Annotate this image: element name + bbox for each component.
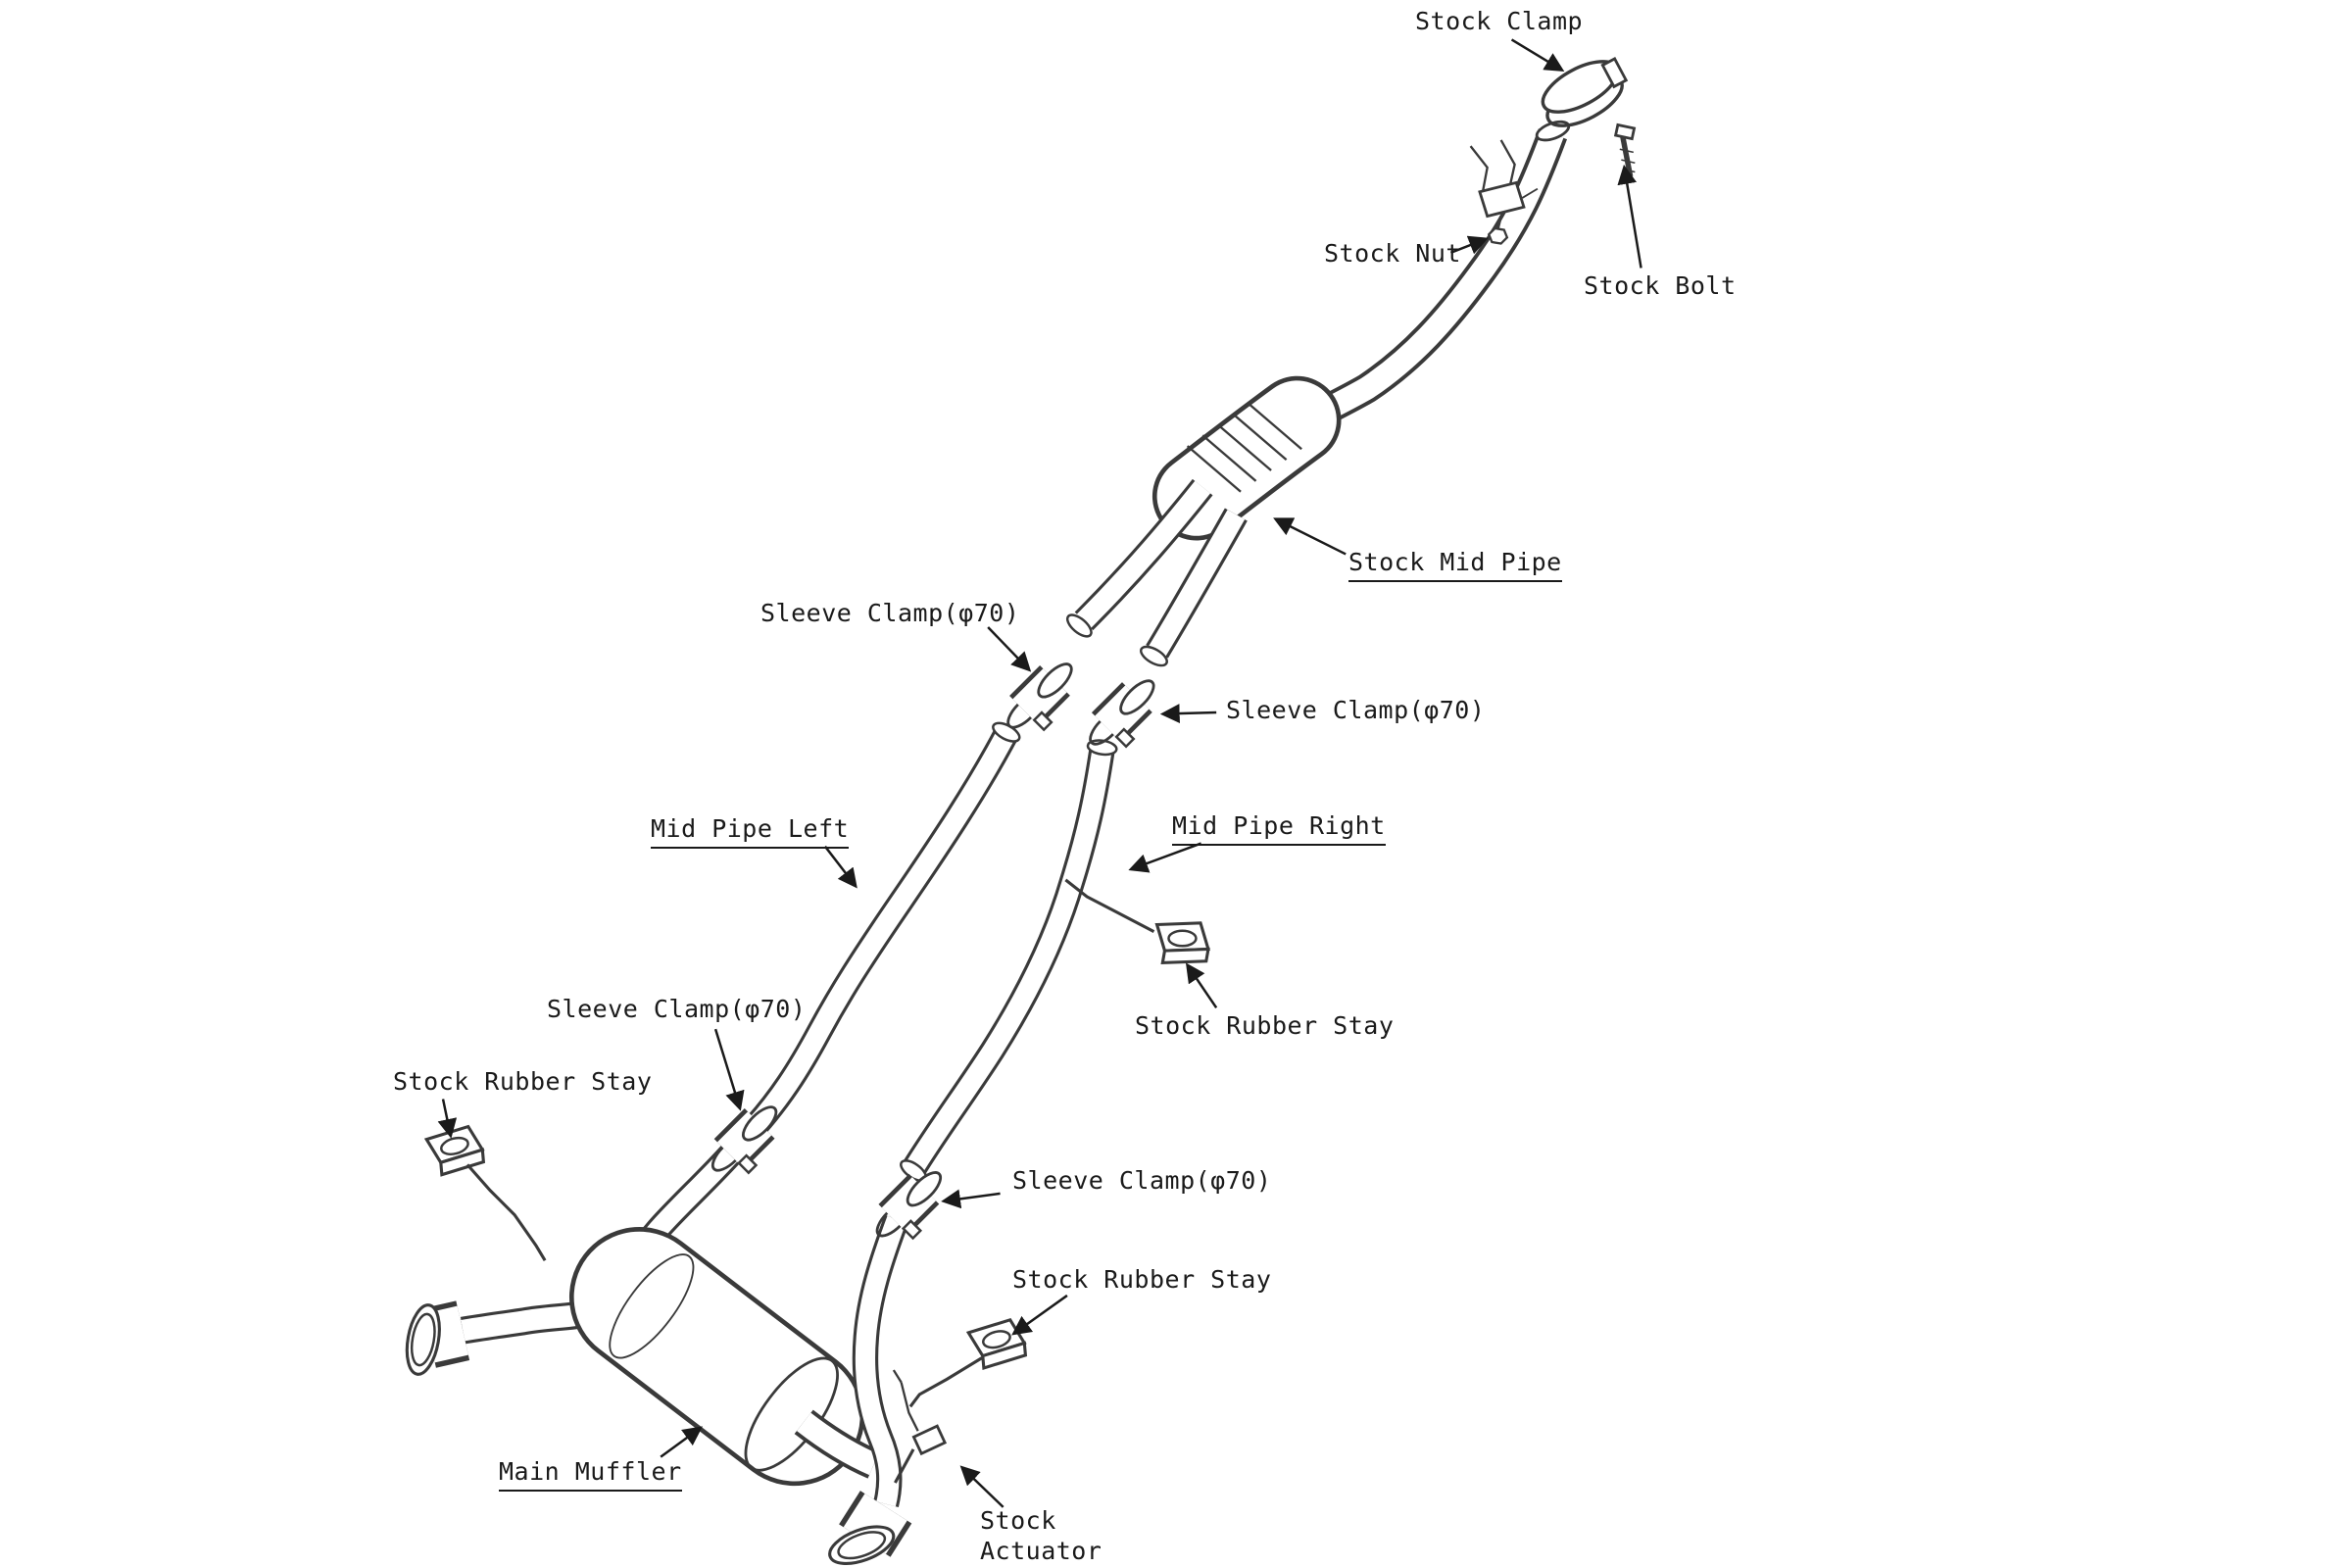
label-stock-rubber-stay-lower: Stock Rubber Stay [1012, 1265, 1272, 1294]
main-muffler-part [405, 1142, 912, 1565]
leader-sleeve-clamp-upper-left [987, 626, 1032, 672]
stock-rubber-stay-left-part [423, 1123, 547, 1262]
sleeve-clamp-upper-left-part [1003, 659, 1076, 732]
sleeve-clamp-upper-right-part [1085, 675, 1158, 749]
label-sleeve-clamp-lower: Sleeve Clamp(φ70) [1012, 1166, 1272, 1195]
exhaust-tip-left [405, 1300, 470, 1376]
leader-stock-bolt [1617, 164, 1642, 269]
label-sleeve-clamp-upper-right: Sleeve Clamp(φ70) [1226, 696, 1486, 724]
stock-rubber-stay-lower-part [908, 1317, 1028, 1408]
chamber-hatch-lines [1186, 402, 1302, 493]
stock-actuator-part [892, 1369, 948, 1484]
stock-mid-pipe-part [1065, 120, 1571, 667]
leader-stock-actuator [959, 1465, 1004, 1508]
label-stock-mid-pipe: Stock Mid Pipe [1348, 547, 1562, 583]
label-stock-nut: Stock Nut [1324, 239, 1461, 268]
label-stock-rubber-stay-right: Stock Rubber Stay [1135, 1011, 1395, 1040]
label-stock-rubber-stay-left: Stock Rubber Stay [393, 1067, 653, 1096]
leader-stock-rubber-stay-lower [1011, 1294, 1068, 1336]
leader-sleeve-clamp-mid-left [713, 1028, 745, 1111]
label-sleeve-clamp-upper-left: Sleeve Clamp(φ70) [760, 599, 1020, 627]
leader-stock-clamp [1510, 38, 1565, 73]
label-stock-bolt: Stock Bolt [1584, 271, 1737, 300]
label-main-muffler: Main Muffler [499, 1456, 682, 1493]
label-stock-actuator-line2: Actuator [980, 1537, 1102, 1566]
label-mid-pipe-right: Mid Pipe Right [1172, 810, 1386, 847]
leader-arrows [437, 38, 1642, 1508]
label-mid-pipe-left: Mid Pipe Left [651, 813, 850, 850]
leader-stock-rubber-stay-right [1185, 962, 1218, 1009]
leader-main-muffler [660, 1426, 703, 1458]
mid-pipe-right-part [900, 739, 1155, 1183]
leader-sleeve-clamp-upper-right [1159, 704, 1217, 723]
leader-sleeve-clamp-lower [941, 1189, 1001, 1209]
stock-rubber-stay-right-part [1149, 913, 1214, 972]
label-stock-actuator: Stock Actuator [980, 1505, 1102, 1567]
leader-mid-pipe-right [1128, 842, 1202, 873]
stock-nut-part [1469, 139, 1539, 245]
leader-stock-rubber-stay-left [437, 1099, 458, 1139]
label-stock-clamp: Stock Clamp [1415, 7, 1584, 35]
stock-clamp-part [1541, 57, 1629, 127]
leader-stock-mid-pipe [1273, 517, 1347, 556]
exhaust-tip-right [828, 1491, 912, 1565]
leader-stock-nut [1449, 235, 1489, 255]
label-stock-actuator-line1: Stock [980, 1506, 1056, 1535]
leader-mid-pipe-left [823, 845, 858, 889]
label-sleeve-clamp-mid-left: Sleeve Clamp(φ70) [547, 995, 807, 1023]
